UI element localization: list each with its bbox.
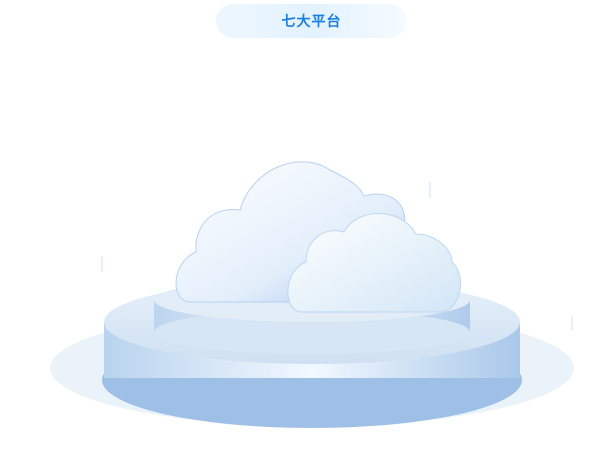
- section-title-badge: 七大平台: [216, 4, 407, 38]
- section-title: 七大平台: [281, 14, 342, 30]
